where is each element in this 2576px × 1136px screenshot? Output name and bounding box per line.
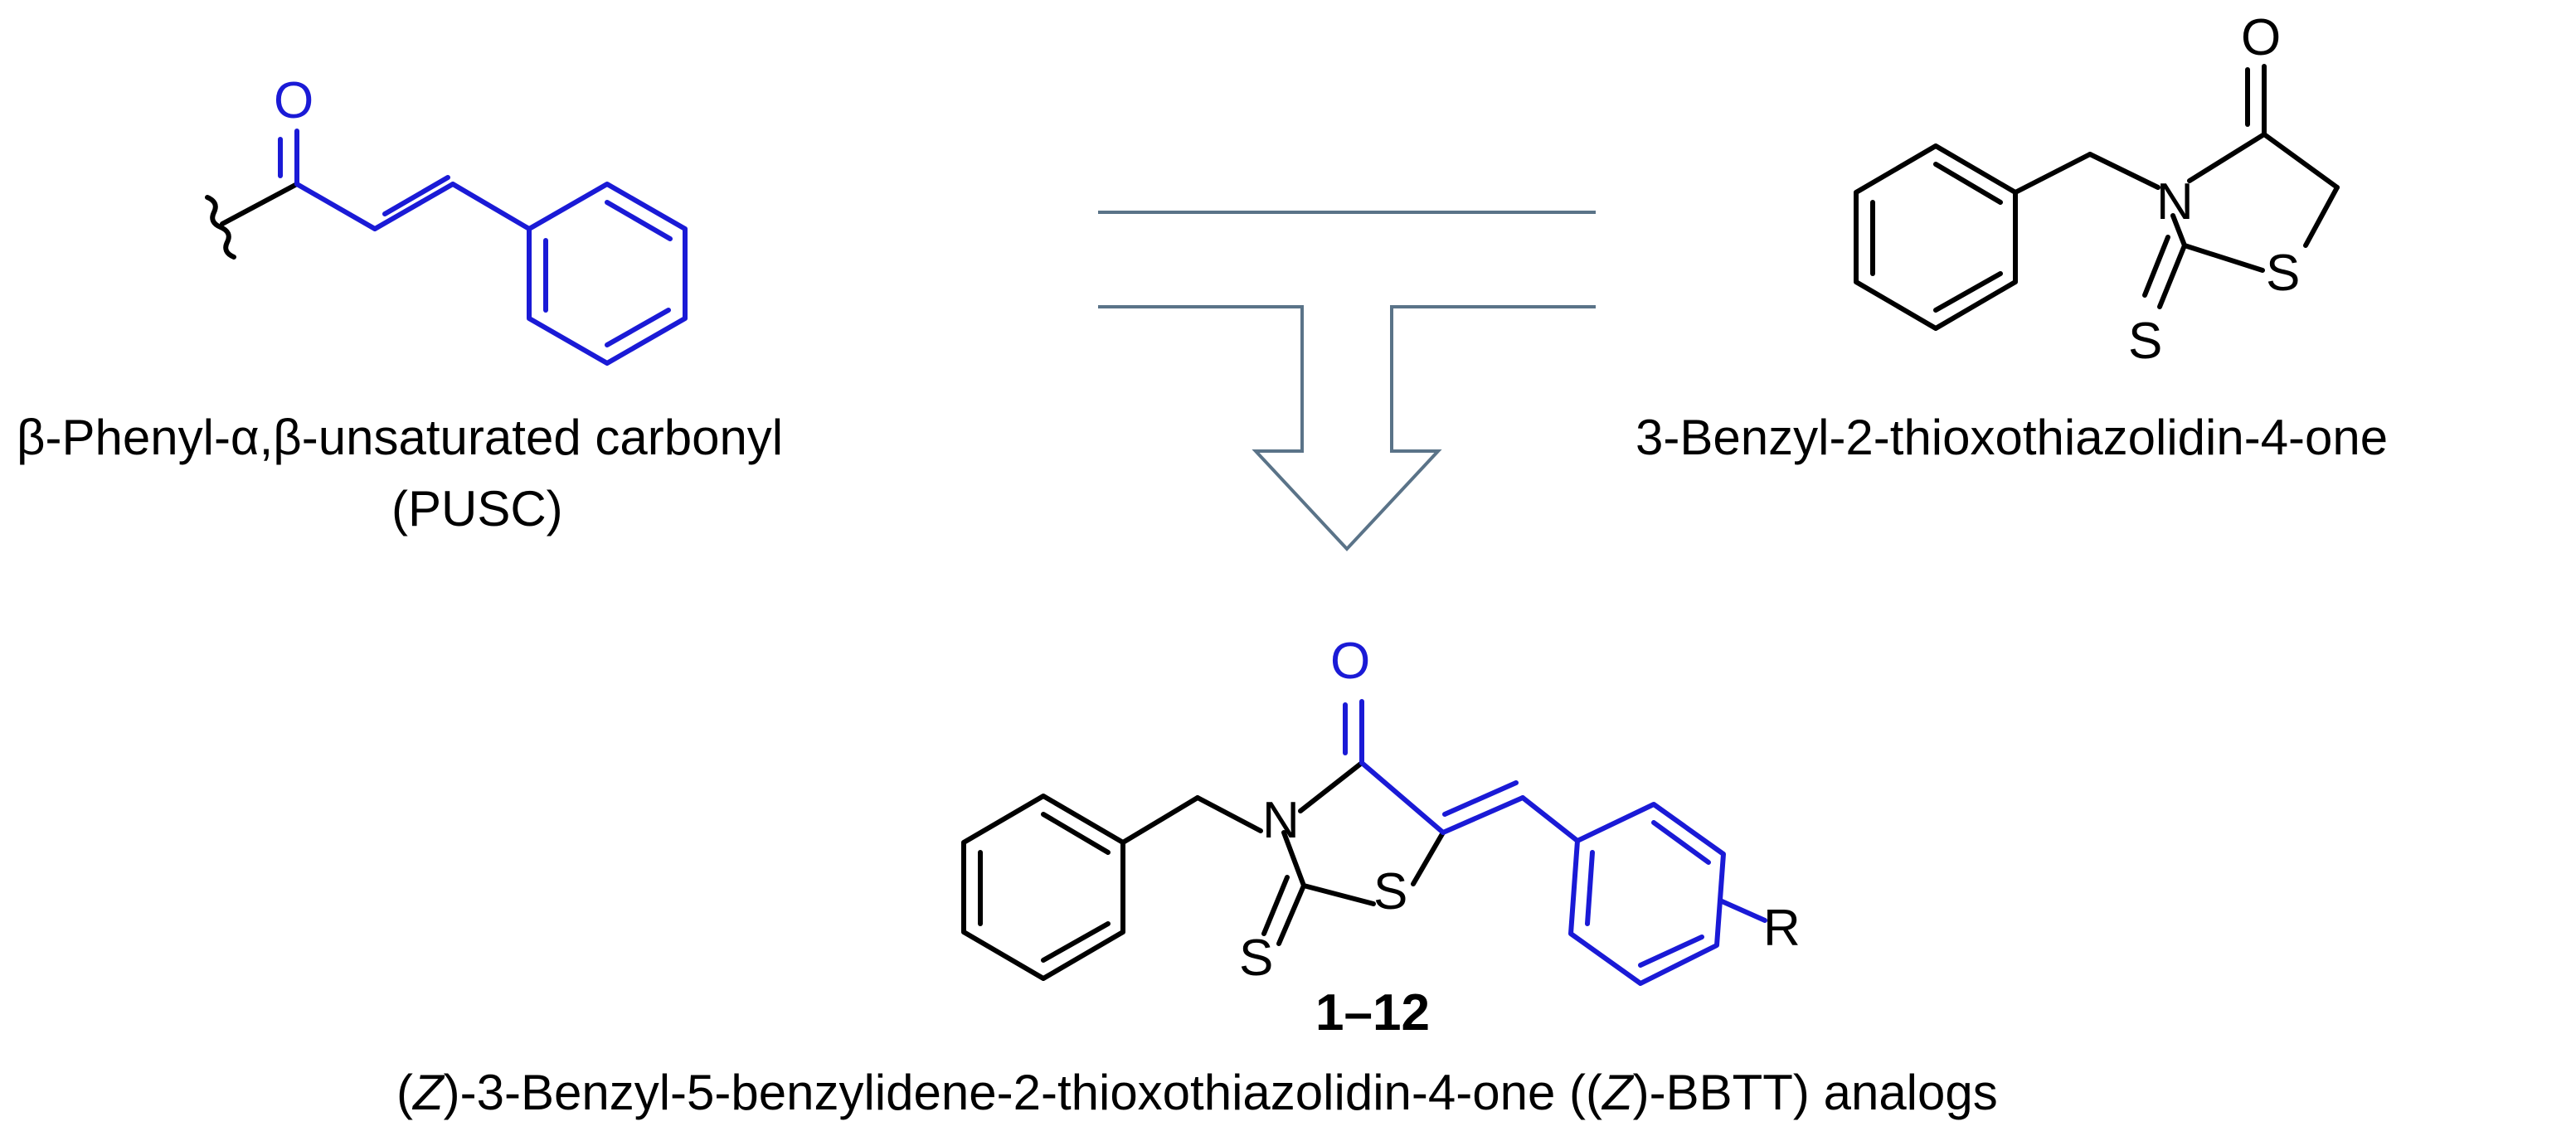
rhodanine-benzyl-bond-2 (2088, 152, 2160, 190)
product-r-label: R (1763, 900, 1801, 957)
product-ring-double-2 (1041, 921, 1111, 963)
pusc-abbreviation: (PUSC) (391, 481, 563, 536)
product-structure (961, 699, 1767, 986)
product-ring-double-1 (1041, 812, 1111, 855)
product-benzyl-bond-2 (1195, 795, 1263, 833)
product-thione-2 (1261, 875, 1290, 936)
product-name-z1: Z (411, 1065, 445, 1120)
product-c4-c5 (1359, 760, 1446, 835)
product-exocyclic-double-2 (1442, 780, 1519, 817)
rhodanine-thione-2 (2142, 235, 2170, 298)
product-benzene-ring (961, 794, 1125, 981)
pusc-ring-double-1 (605, 200, 673, 241)
product-name: (Z)-3-Benzyl-5-benzylidene-2-thioxothiaz… (396, 1065, 1998, 1120)
pusc-bond-phenyl (450, 182, 532, 231)
product-aryl-double-3 (1585, 850, 1595, 926)
product-aryl-double-1 (1651, 820, 1711, 865)
pusc-structure (205, 129, 688, 366)
product-exocyclic-double-1 (1441, 795, 1525, 835)
pusc-alkene-bond-2 (382, 175, 450, 216)
product-name-prefix: ( (396, 1065, 413, 1120)
rhodanine-c2-n (2170, 213, 2187, 248)
rhodanine-nitrogen-label: N (2156, 173, 2194, 231)
pusc-phenyl-ring (527, 182, 688, 366)
rhodanine-name: 3-Benzyl-2-thioxothiazolidin-4-one (1636, 410, 2388, 465)
product-n-c4 (1298, 760, 1364, 813)
rhodanine-structure (1854, 64, 2340, 331)
pusc-name: β-Phenyl-α,β-unsaturated carbonyl (17, 410, 783, 465)
arrow-shape (1098, 305, 1596, 551)
product-benzyl-bond-1 (1120, 795, 1200, 845)
rhodanine-n-c4 (2187, 132, 2267, 183)
rhodanine-thione-sulfur-label: S (2128, 313, 2162, 370)
rhodanine-ring-double-2 (1933, 271, 2003, 313)
pusc-alkene-bond (372, 182, 455, 231)
product-thione-1 (1276, 883, 1306, 946)
product-aryl-double-2 (1638, 935, 1704, 968)
product-s1-c5 (1411, 830, 1446, 886)
product-name-middle: )-3-Benzyl-5-benzylidene-2-thioxothiazol… (444, 1065, 1602, 1120)
rhodanine-c4-c5 (2262, 132, 2340, 190)
product-r-bond (1718, 898, 1767, 923)
compound-range: 1–12 (1315, 984, 1430, 1041)
pusc-bond-to-carbonyl (220, 182, 299, 226)
product-thione-sulfur-label: S (1239, 930, 1273, 987)
rhodanine-thione-1 (2157, 243, 2187, 309)
rhodanine-benzyl-bond-1 (2013, 152, 2092, 195)
rhodanine-benzene-ring (1854, 143, 2018, 331)
rhodanine-s1-c2 (2182, 243, 2265, 273)
wavy-bond-icon (205, 195, 236, 260)
rhodanine-c5-s1 (2303, 185, 2340, 248)
pusc-oxygen-label: O (274, 72, 313, 129)
product-n-c2 (1281, 830, 1306, 888)
product-oxygen-label: O (1330, 633, 1370, 690)
product-nitrogen-label: N (1262, 792, 1300, 849)
product-aryl-ring (1568, 802, 1726, 986)
product-c2-s1 (1301, 883, 1376, 906)
combine-arrow-icon (1098, 211, 1596, 551)
pusc-ring-double-2 (605, 308, 671, 347)
rhodanine-oxygen-label: O (2241, 9, 2281, 66)
pusc-bond-alpha (294, 182, 377, 231)
product-name-z2: Z (1601, 1065, 1635, 1120)
rhodanine-ring-sulfur-label: S (2266, 245, 2300, 302)
product-name-suffix: )-BBTT) analogs (1633, 1065, 1998, 1120)
rhodanine-ring-double-1 (1933, 162, 2003, 205)
product-ring-sulfur-label: S (1373, 863, 1407, 920)
product-vinyl-phenyl (1520, 795, 1580, 843)
